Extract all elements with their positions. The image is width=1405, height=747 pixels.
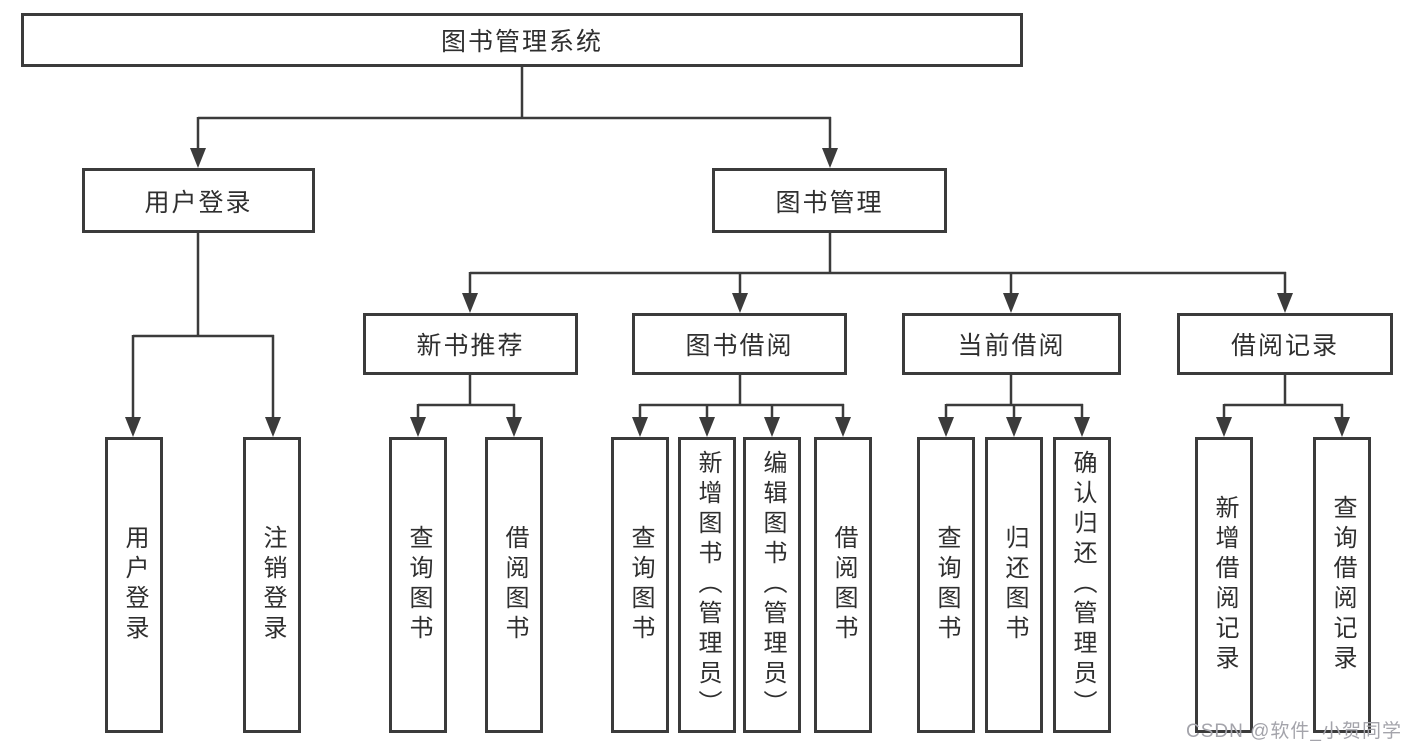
leaf-newbook-borrow-books: 借阅图书	[485, 437, 543, 733]
node-root-system: 图书管理系统	[21, 13, 1023, 67]
node-borrowing-records: 借阅记录	[1177, 313, 1393, 375]
node-book-management-label: 图书管理	[775, 188, 884, 217]
node-borrowing-records-label: 借阅记录	[1230, 332, 1339, 360]
leaf-current-confirm-return-admin-label: 确认归还（管理员）	[1069, 450, 1096, 720]
leaf-borrowing-query-books: 查询图书	[611, 437, 669, 733]
leaf-record-query-borrow-record-label: 查询借阅记录	[1329, 495, 1356, 675]
leaf-current-confirm-return-admin: 确认归还（管理员）	[1053, 437, 1111, 733]
node-book-borrowing-label: 图书借阅	[685, 332, 794, 360]
leaf-borrowing-add-books-admin-label: 新增图书（管理员）	[694, 450, 721, 720]
leaf-current-query-books-label: 查询图书	[933, 525, 960, 645]
csdn-watermark: CSDN @软件_小贺同学	[1186, 721, 1402, 742]
edge-root-to-level2	[190, 67, 838, 168]
node-root-system-label: 图书管理系统	[440, 28, 603, 56]
leaf-record-add-borrow-record-label: 新增借阅记录	[1211, 495, 1238, 675]
node-user-login: 用户登录	[82, 168, 315, 233]
node-current-borrowing-label: 当前借阅	[957, 332, 1066, 360]
leaf-borrowing-edit-books-admin: 编辑图书（管理员）	[743, 437, 801, 733]
leaf-newbook-query-books-label: 查询图书	[405, 525, 432, 645]
leaf-borrowing-borrow-books-label: 借阅图书	[830, 525, 857, 645]
leaf-record-add-borrow-record: 新增借阅记录	[1195, 437, 1253, 733]
edge-book-borrow-children	[632, 375, 851, 437]
node-current-borrowing: 当前借阅	[902, 313, 1121, 375]
edge-user-login-children	[125, 233, 281, 437]
node-new-book-recommend: 新书推荐	[363, 313, 578, 375]
leaf-record-query-borrow-record: 查询借阅记录	[1313, 437, 1371, 733]
leaf-logout-label: 注销登录	[259, 525, 286, 645]
leaf-user-login: 用户登录	[105, 437, 163, 733]
node-book-management: 图书管理	[712, 168, 947, 233]
leaf-borrowing-edit-books-admin-label: 编辑图书（管理员）	[759, 450, 786, 720]
edge-current-borrow-children	[938, 375, 1090, 437]
leaf-current-return-books-label: 归还图书	[1001, 525, 1028, 645]
leaf-user-login-label: 用户登录	[121, 525, 148, 645]
leaf-current-return-books: 归还图书	[985, 437, 1043, 733]
edge-book-mgmt-children	[462, 233, 1293, 313]
leaf-newbook-query-books: 查询图书	[389, 437, 447, 733]
leaf-logout: 注销登录	[243, 437, 301, 733]
node-new-book-recommend-label: 新书推荐	[416, 332, 525, 360]
edge-new-book-children	[410, 375, 522, 437]
leaf-borrowing-borrow-books: 借阅图书	[814, 437, 872, 733]
leaf-borrowing-query-books-label: 查询图书	[627, 525, 654, 645]
node-user-login-label: 用户登录	[144, 188, 253, 217]
leaf-newbook-borrow-books-label: 借阅图书	[501, 525, 528, 645]
edge-borrow-record-children	[1216, 375, 1350, 437]
node-book-borrowing: 图书借阅	[632, 313, 847, 375]
leaf-borrowing-add-books-admin: 新增图书（管理员）	[678, 437, 736, 733]
leaf-current-query-books: 查询图书	[917, 437, 975, 733]
